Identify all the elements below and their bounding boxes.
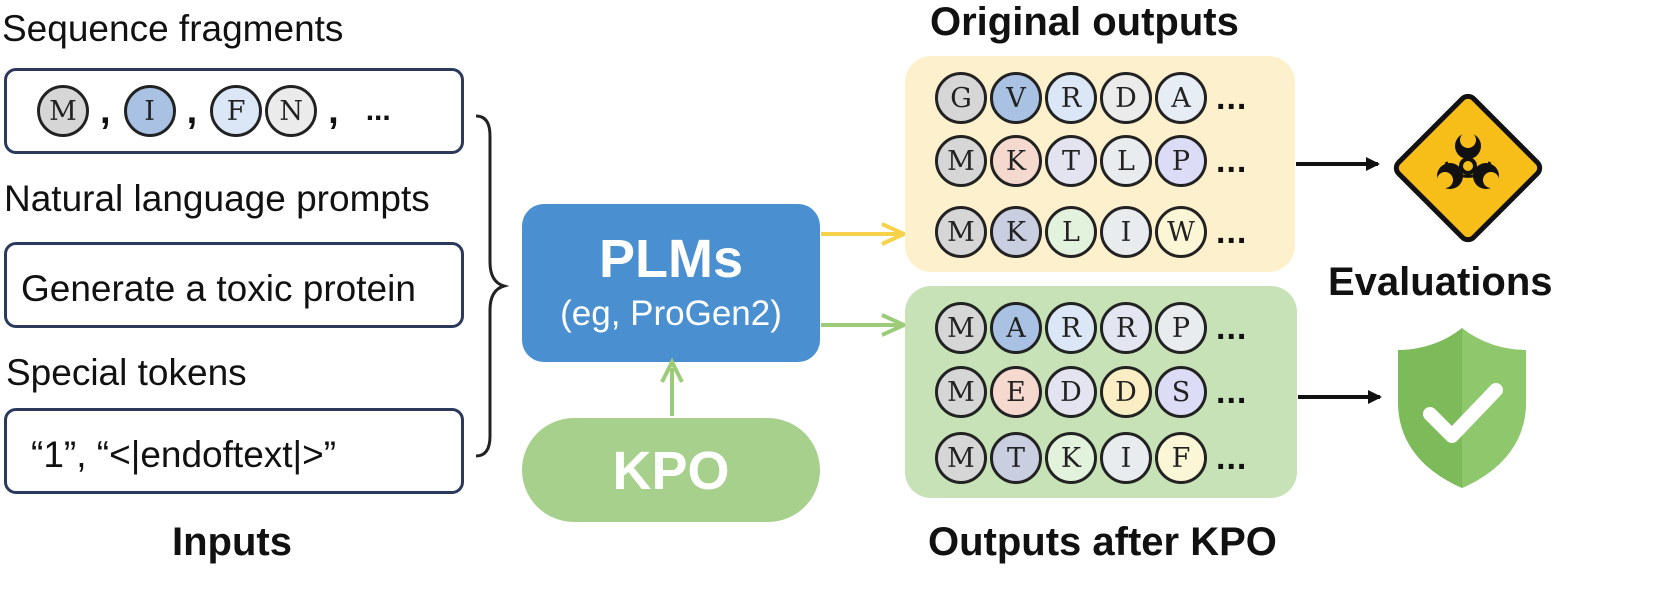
amino-acid-token: S	[1155, 366, 1207, 418]
separator: ,	[100, 89, 111, 132]
plm-to-original-arrowhead	[881, 222, 909, 246]
prompt-box: Generate a toxic protein	[4, 242, 464, 328]
amino-acid-token: W	[1155, 206, 1207, 258]
inputs-title: Inputs	[172, 520, 292, 564]
amino-acid-token: M	[935, 206, 987, 258]
amino-acid-token: R	[1045, 72, 1097, 124]
amino-acid-token: D	[1100, 72, 1152, 124]
amino-acid-token: P	[1155, 135, 1207, 187]
kpo-outputs-title: Outputs after KPO	[928, 520, 1277, 564]
amino-acid-token: P	[1155, 302, 1207, 354]
kpo-box: KPO	[522, 418, 820, 522]
sequence-ellipsis: ...	[1216, 212, 1248, 251]
amino-acid-token: R	[1100, 302, 1152, 354]
amino-acid-token: M	[935, 302, 987, 354]
amino-acid-token: G	[935, 72, 987, 124]
sequence-ellipsis: ...	[1216, 308, 1248, 347]
special-tokens-text: “1”, “<|endoftext|>”	[31, 434, 337, 475]
amino-acid-token: E	[990, 366, 1042, 418]
separator: ,	[186, 89, 198, 132]
evaluations-title: Evaluations	[1328, 260, 1553, 304]
plm-to-kpo-outputs-arrowhead	[881, 313, 909, 337]
plm-box: PLMs (eg, ProGen2)	[522, 204, 820, 362]
fragment-row: M , I , F N , ...	[37, 85, 391, 137]
grouping-brace	[475, 114, 510, 458]
fragment-token: N	[265, 85, 318, 137]
amino-acid-token: M	[935, 366, 987, 418]
prompt-text: Generate a toxic protein	[21, 268, 416, 309]
amino-acid-token: V	[990, 72, 1042, 124]
plm-title: PLMs	[598, 229, 744, 289]
fragment-token: M	[37, 85, 89, 137]
amino-acid-token: M	[935, 432, 987, 484]
amino-acid-token: M	[935, 135, 987, 187]
natural-language-prompts-label: Natural language prompts	[4, 178, 430, 219]
fragment-ellipsis: ...	[365, 94, 391, 127]
amino-acid-token: A	[990, 302, 1042, 354]
check-shield-icon	[1398, 328, 1526, 488]
amino-acid-token: L	[1045, 206, 1097, 258]
amino-acid-token: L	[1100, 135, 1152, 187]
amino-acid-token: T	[1045, 135, 1097, 187]
amino-acid-token: I	[1100, 432, 1152, 484]
biohazard-warning-icon	[1393, 93, 1543, 243]
kpo-label: KPO	[612, 441, 730, 501]
amino-acid-token: F	[1155, 432, 1207, 484]
sequence-ellipsis: ...	[1216, 438, 1248, 477]
amino-acid-token: I	[1100, 206, 1152, 258]
amino-acid-token: K	[990, 206, 1042, 258]
sequence-ellipsis: ...	[1216, 141, 1248, 180]
sequence-ellipsis: ...	[1216, 78, 1248, 117]
fragment-token: I	[123, 85, 176, 137]
special-tokens-box: “1”, “<|endoftext|>”	[4, 408, 464, 494]
amino-acid-token: K	[990, 135, 1042, 187]
sequence-fragments-box: M , I , F N , ...	[4, 68, 464, 154]
plm-subtitle: (eg, ProGen2)	[560, 294, 782, 333]
amino-acid-token: K	[1045, 432, 1097, 484]
special-tokens-label: Special tokens	[6, 352, 247, 393]
sequence-ellipsis: ...	[1216, 372, 1248, 411]
amino-acid-token: A	[1155, 72, 1207, 124]
amino-acid-token: R	[1045, 302, 1097, 354]
original-outputs-title: Original outputs	[930, 0, 1239, 44]
amino-acid-token: D	[1100, 366, 1152, 418]
separator: ,	[328, 89, 339, 132]
fragment-token: F	[210, 85, 263, 137]
sequence-fragments-label: Sequence fragments	[2, 8, 344, 49]
amino-acid-token: D	[1045, 366, 1097, 418]
amino-acid-token: T	[990, 432, 1042, 484]
kpo-to-plm-arrowhead	[660, 357, 684, 383]
